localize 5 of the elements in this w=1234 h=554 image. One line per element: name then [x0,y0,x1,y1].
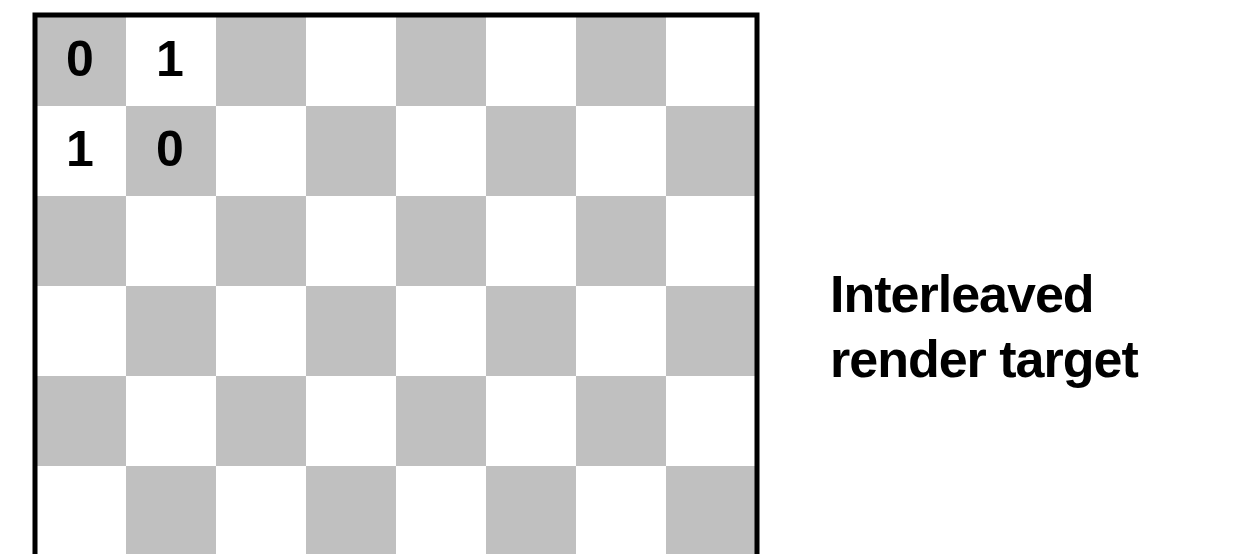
cell-number: 0 [156,124,184,174]
cell-number: 1 [156,34,184,84]
cell-number: 0 [66,34,94,84]
cell-number: 1 [66,124,94,174]
caption-text: Interleaved render target [830,264,1140,390]
